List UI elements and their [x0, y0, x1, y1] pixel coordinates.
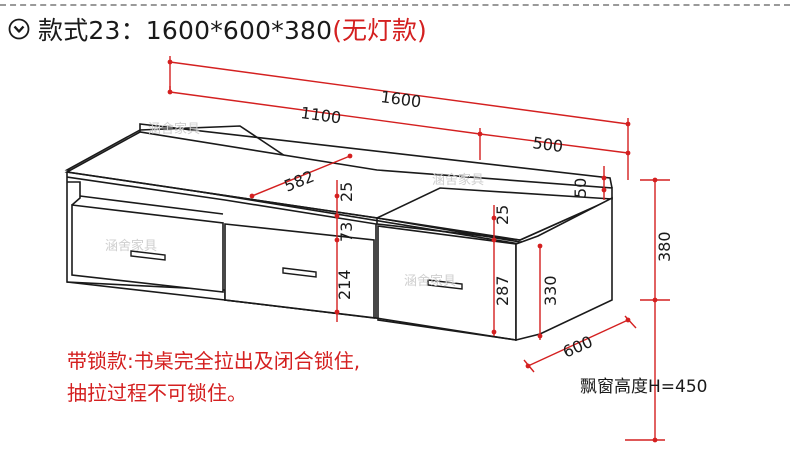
dim-214: 214: [335, 269, 354, 300]
watermark: 涵舍家具: [148, 121, 200, 137]
left-opening: [67, 181, 81, 206]
back-rail: [139, 123, 613, 189]
watermark: 涵舍家具: [105, 238, 157, 254]
watermark: 涵舍家具: [432, 172, 484, 188]
dim-1600: 1600: [379, 87, 422, 111]
left-drawer: [71, 204, 224, 293]
style-label: 款式23：1600*600*380: [38, 16, 333, 45]
dim-25-left: 25: [337, 182, 356, 202]
dim-500: 500: [531, 133, 564, 156]
bottom-edge: [66, 281, 517, 341]
bay-window-height: 飘窗高度H=450: [580, 377, 708, 397]
watermark: 涵舍家具: [404, 273, 456, 289]
dimension-lines: [169, 56, 670, 441]
handle-middle: [282, 267, 317, 278]
title-row: 款式23：1600*600*380 (无灯款): [8, 12, 427, 46]
front-top-edge: [66, 171, 521, 241]
dim-287: 287: [493, 275, 512, 306]
header-dashed-rule: [0, 4, 790, 6]
drawer-handles: [130, 250, 463, 290]
dimension-ticks: [167, 59, 658, 443]
handle-left: [130, 250, 166, 261]
lock-note: 带锁款:书桌完全拉出及闭合锁住, 抽拉过程不可锁住。: [67, 345, 487, 409]
chevron-down-circle-icon: [8, 18, 30, 40]
lock-note-line-2: 抽拉过程不可锁住。: [67, 381, 247, 405]
dim-1100: 1100: [299, 103, 342, 127]
dim-73: 73: [337, 222, 356, 242]
handle-right: [427, 279, 463, 290]
lock-note-line-1: 带锁款:书桌完全拉出及闭合锁住,: [67, 349, 361, 373]
variant-label: (无灯款): [332, 16, 427, 45]
dim-25-right: 25: [493, 205, 512, 225]
dim-330: 330: [541, 275, 560, 306]
dim-50: 50: [571, 178, 590, 198]
dim-600: 600: [560, 332, 596, 362]
dim-380: 380: [655, 231, 674, 262]
